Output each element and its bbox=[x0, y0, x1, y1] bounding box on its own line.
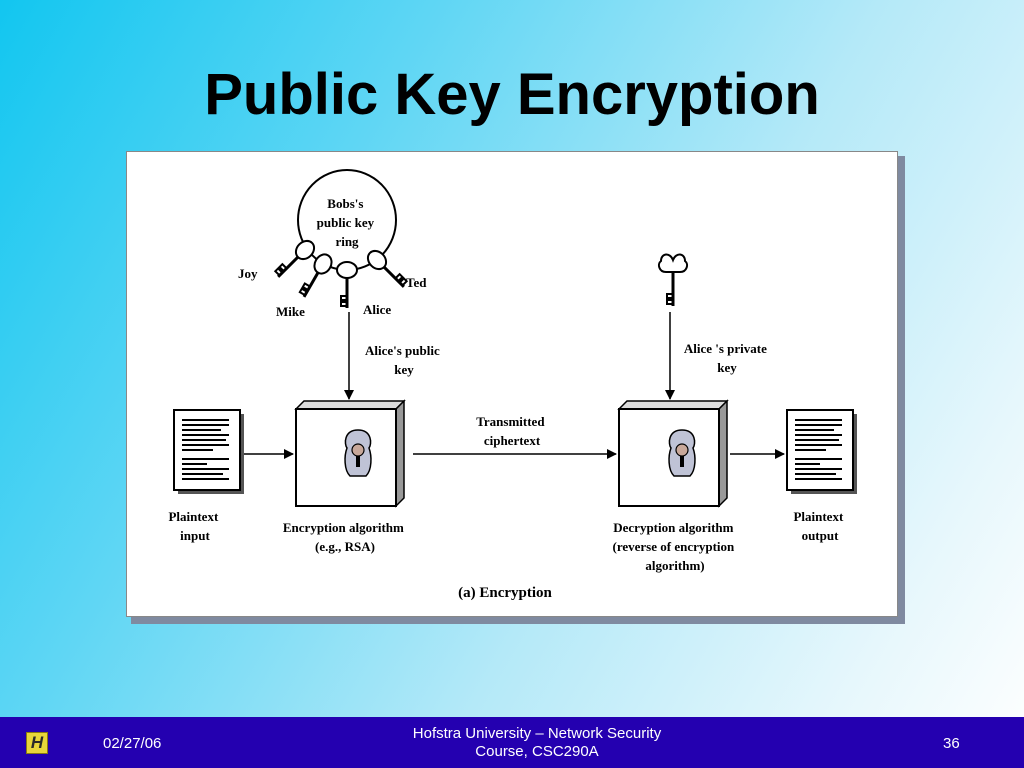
hofstra-logo-icon: H bbox=[26, 732, 48, 754]
ted-key-icon bbox=[366, 249, 409, 288]
footer-course-info: Hofstra University – Network Security Co… bbox=[362, 725, 712, 761]
alice-key-icon bbox=[336, 261, 358, 308]
encryption-figure: Bobs's public key ring Joy Mike Alice bbox=[126, 151, 898, 617]
mike-key-icon bbox=[298, 253, 333, 298]
encryption-lock-icon bbox=[344, 429, 372, 477]
private-key-icon bbox=[657, 253, 689, 306]
slide-footer: H 02/27/06 Hofstra University – Network … bbox=[0, 717, 1024, 768]
transmitted-ciphertext-label: Transmitted ciphertext bbox=[476, 414, 548, 448]
private-key-label: Alice 's private key bbox=[684, 341, 770, 375]
plaintext-input-document bbox=[173, 409, 244, 494]
plaintext-input-label: Plaintext input bbox=[168, 509, 221, 543]
figure-caption: (a) Encryption bbox=[458, 585, 552, 601]
decryption-algorithm-label: Decryption algorithm (reverse of encrypt… bbox=[612, 520, 737, 573]
key-ring-label: Bobs's public key ring bbox=[317, 196, 378, 249]
footer-date: 02/27/06 bbox=[103, 735, 162, 752]
slide-title: Public Key Encryption bbox=[204, 62, 820, 127]
public-key-label: Alice's public key bbox=[365, 343, 443, 377]
joy-key-icon bbox=[273, 239, 316, 278]
footer-university: Hofstra University – Network Security bbox=[412, 725, 662, 742]
decryption-lock-icon bbox=[668, 429, 696, 477]
joy-label: Joy bbox=[238, 266, 258, 281]
mike-label: Mike bbox=[276, 304, 305, 319]
footer-course: Course, CSC290A bbox=[475, 743, 599, 760]
plaintext-output-document bbox=[786, 409, 857, 494]
encryption-diagram: Bobs's public key ring Joy Mike Alice bbox=[168, 169, 857, 601]
plaintext-output-label: Plaintext output bbox=[793, 509, 846, 543]
alice-label: Alice bbox=[363, 302, 391, 317]
encryption-algorithm-label: Encryption algorithm (e.g., RSA) bbox=[283, 520, 407, 554]
slide-number: 36 bbox=[943, 735, 960, 752]
ted-label: Ted bbox=[406, 275, 427, 290]
